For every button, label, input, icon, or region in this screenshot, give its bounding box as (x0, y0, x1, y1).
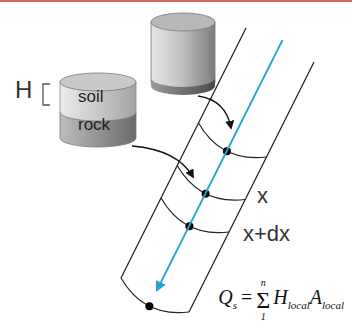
cylinder-outline (58, 72, 138, 152)
delivery-arrow (132, 146, 193, 177)
sum-limit: 1 (261, 312, 266, 322)
section-dot (145, 302, 153, 310)
sum-sign: Σ (256, 288, 270, 312)
channel-edge (121, 28, 246, 278)
height-bracket (43, 84, 50, 105)
formula-subscript: local (288, 299, 310, 311)
formula-operator: = (241, 286, 252, 308)
formula-subscript: s (233, 299, 237, 311)
flow-arrow (157, 40, 283, 290)
formula: Qs = nΣ1HlocalAlocal (218, 278, 344, 322)
layer-label: soil (78, 88, 104, 107)
sum-limit: n (261, 278, 266, 288)
tall-cylinder (151, 13, 215, 95)
height-symbol: H (15, 77, 32, 103)
top-rule (0, 0, 352, 2)
formula-symbol: H (273, 286, 287, 308)
position-label: x (257, 184, 268, 208)
position-label: x+dx (243, 222, 290, 246)
sum-group: nΣ1 (256, 278, 270, 322)
soil-rock-cylinder: soil rock (58, 72, 138, 152)
cross-section (121, 278, 189, 313)
formula-subscript: local (322, 299, 344, 311)
formula-symbol: Q (218, 286, 232, 308)
formula-symbol: A (310, 286, 322, 308)
delivery-arrow (198, 96, 231, 128)
layer-label: rock (78, 116, 110, 135)
